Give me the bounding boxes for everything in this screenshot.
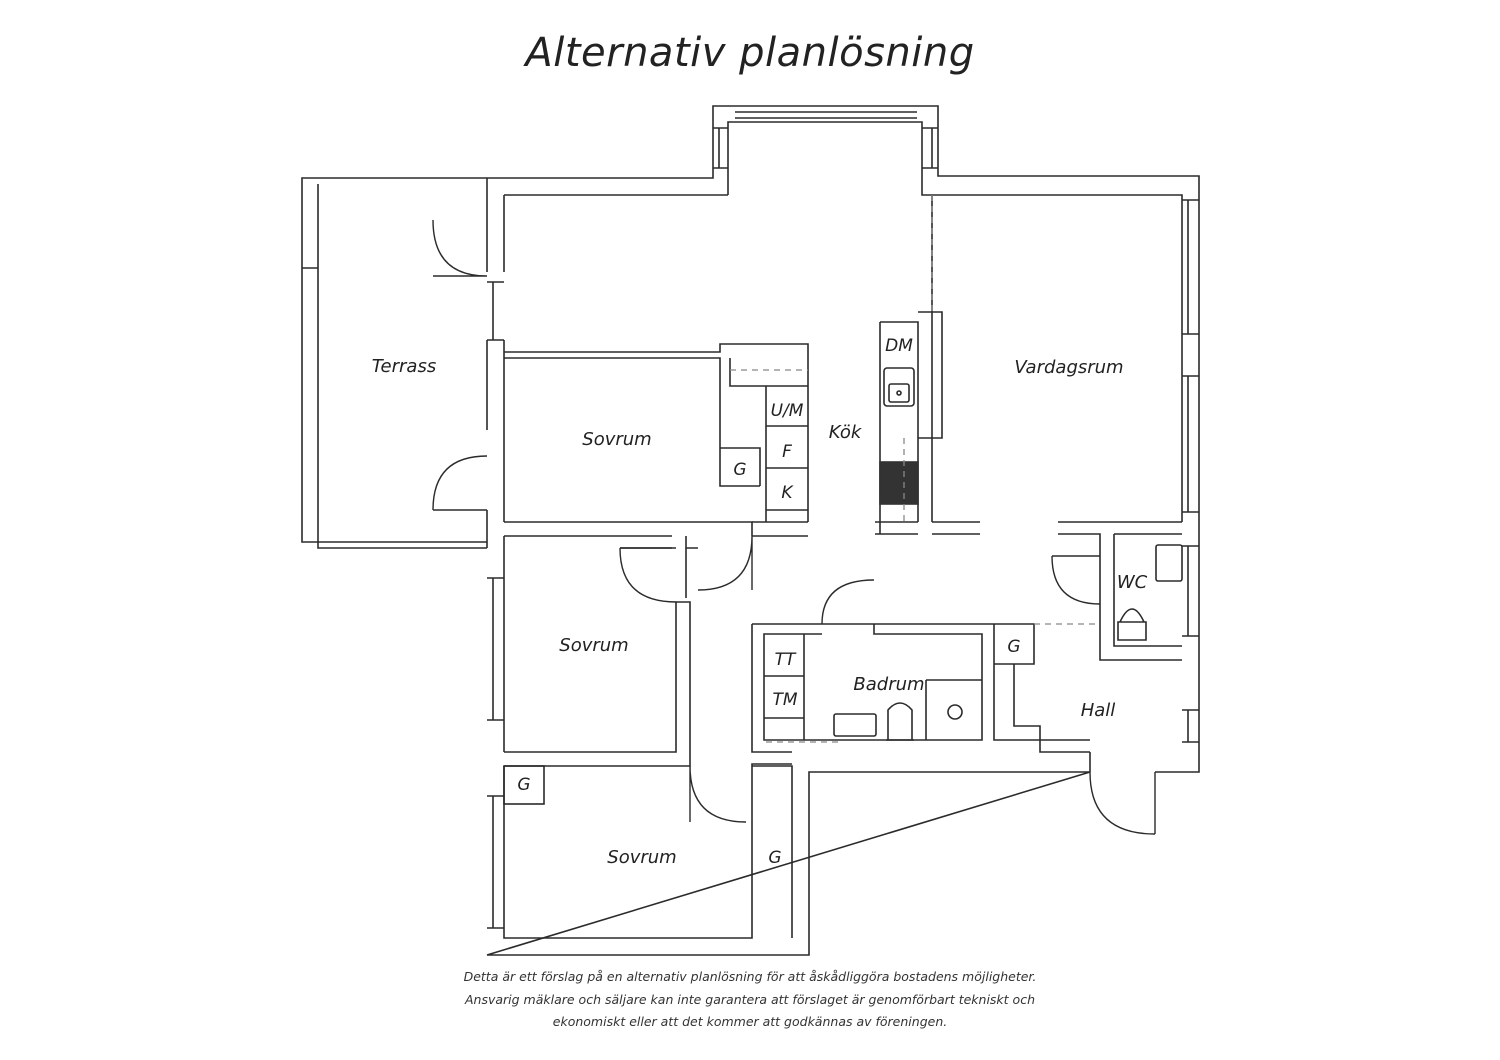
hall-walls	[993, 623, 1091, 772]
door-terrace-top	[432, 219, 488, 277]
label-um: U/M	[771, 401, 804, 421]
door-sovrum3	[689, 765, 747, 823]
label-tt: TT	[775, 650, 797, 670]
badrum-walls	[751, 623, 994, 753]
room-label-badrum: Badrum	[853, 674, 924, 695]
door-wc	[1051, 555, 1101, 605]
disclaimer-line-3: ekonomiskt eller att det kommer att godk…	[552, 1014, 948, 1029]
disclaimer-line-1: Detta är ett förslag på en alternativ pl…	[463, 969, 1037, 984]
label-g-sovrum1: G	[733, 460, 746, 480]
label-g-wardrobe: G	[768, 848, 781, 868]
door-sovrum1	[697, 535, 753, 591]
room-label-sovrum-1: Sovrum	[582, 429, 651, 450]
room-label-sovrum-3: Sovrum	[607, 847, 676, 868]
label-g-sovrum3: G	[517, 775, 530, 795]
door-badrum	[821, 579, 875, 625]
kitchen-island	[875, 195, 980, 535]
disclaimer: Detta är ett förslag på en alternativ pl…	[400, 966, 1100, 1034]
sovrum2-walls	[504, 547, 691, 767]
terrace-outline	[301, 177, 488, 549]
label-tm: TM	[772, 690, 797, 710]
door-terrace-bottom	[432, 455, 488, 511]
room-label-vardagsrum: Vardagsrum	[1014, 357, 1123, 378]
label-f: F	[782, 442, 792, 462]
room-label-wc: WC	[1117, 572, 1148, 593]
label-dm: DM	[885, 336, 913, 356]
room-label-sovrum-2: Sovrum	[559, 635, 628, 656]
room-label-hall: Hall	[1081, 700, 1116, 721]
label-g-hall: G	[1007, 637, 1020, 657]
page-title: Alternativ planlösning	[525, 30, 975, 76]
label-k: K	[781, 483, 794, 503]
disclaimer-line-2: Ansvarig mäklare och säljare kan inte ga…	[464, 991, 1035, 1007]
door-entrance	[1089, 771, 1156, 835]
room-label-terrass: Terrass	[372, 356, 436, 377]
sovrum1-walls	[504, 343, 809, 549]
room-label-kok: Kök	[829, 422, 863, 443]
door-sovrum2	[619, 547, 677, 603]
outer-wall-inner	[503, 121, 1183, 939]
outer-wall-outer	[486, 105, 1200, 956]
